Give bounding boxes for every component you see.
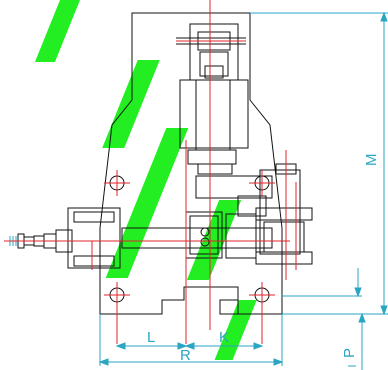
dimension-lines xyxy=(98,11,388,370)
dimension-label-r: R xyxy=(180,347,191,364)
watermark xyxy=(34,0,257,360)
centerlines xyxy=(4,0,297,344)
dimension-label-p: P xyxy=(341,348,358,358)
dimension-label-l: L xyxy=(147,329,155,346)
dimension-label-k: K xyxy=(219,329,229,346)
dimension-label-m: M xyxy=(363,154,380,167)
